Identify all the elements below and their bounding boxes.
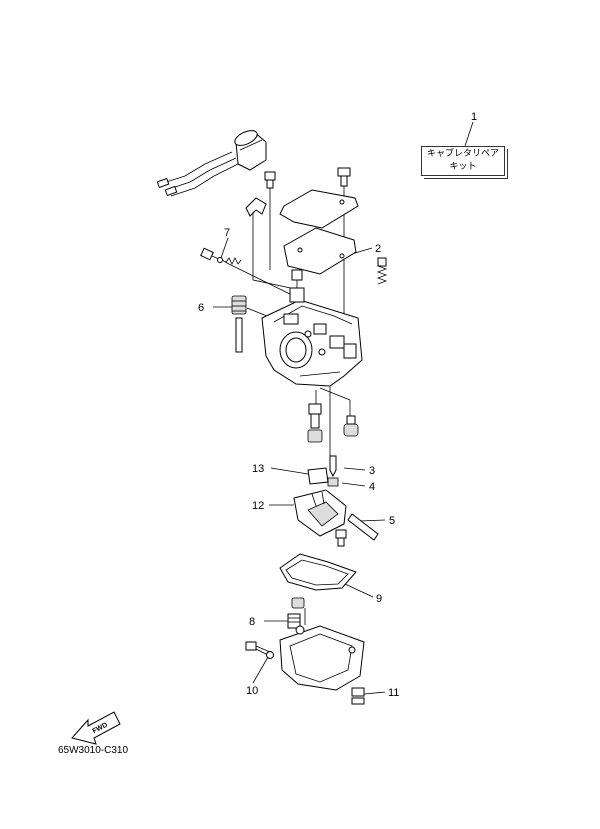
callout-12: 12 [252, 500, 264, 512]
callout-8: 8 [249, 616, 255, 628]
gasket-9 [279, 553, 357, 591]
fwd-arrow-icon: FWD [71, 711, 121, 745]
float-screw [335, 529, 347, 547]
callout-2: 2 [375, 243, 381, 255]
callout-13: 13 [252, 463, 264, 475]
callout-7: 7 [224, 227, 230, 239]
figure-code: 65W3010-C310 [58, 745, 129, 756]
bowl-screw-left [245, 641, 274, 659]
main-jet [343, 415, 359, 437]
callout-4: 4 [369, 481, 375, 493]
gasket-2 [283, 227, 357, 275]
callout-9: 9 [376, 593, 382, 605]
throttle-clip [245, 197, 267, 217]
choke-solenoid [156, 130, 267, 197]
callout-10: 10 [246, 685, 258, 697]
kit-label-line2: キット [449, 162, 477, 172]
callout-labels: 1 2 3 4 5 6 7 8 9 10 11 12 13 [198, 111, 477, 699]
needle-valve [327, 455, 339, 487]
float-bowl [279, 625, 365, 691]
kit-label-line1: キャブレタリペア [426, 149, 499, 159]
callout-5: 5 [389, 515, 395, 527]
pilot-jet [231, 295, 247, 353]
float-pin [347, 513, 379, 541]
idle-screw [200, 247, 242, 265]
float-arm-plate [307, 467, 329, 485]
spring-right [376, 257, 388, 285]
repair-kit-box: キャブレタリペア キット [421, 146, 508, 179]
carburetor-body [261, 269, 363, 387]
main-nozzle [307, 403, 323, 443]
top-screws [264, 167, 351, 189]
callout-11: 11 [388, 687, 399, 699]
float [293, 489, 347, 537]
bowl-screw-right [351, 687, 365, 705]
leader-lines [213, 121, 474, 695]
callout-1: 1 [471, 111, 477, 123]
cover-plate [279, 189, 359, 229]
callout-3: 3 [369, 465, 375, 477]
drain-screw [287, 597, 305, 629]
callout-6: 6 [198, 302, 204, 314]
